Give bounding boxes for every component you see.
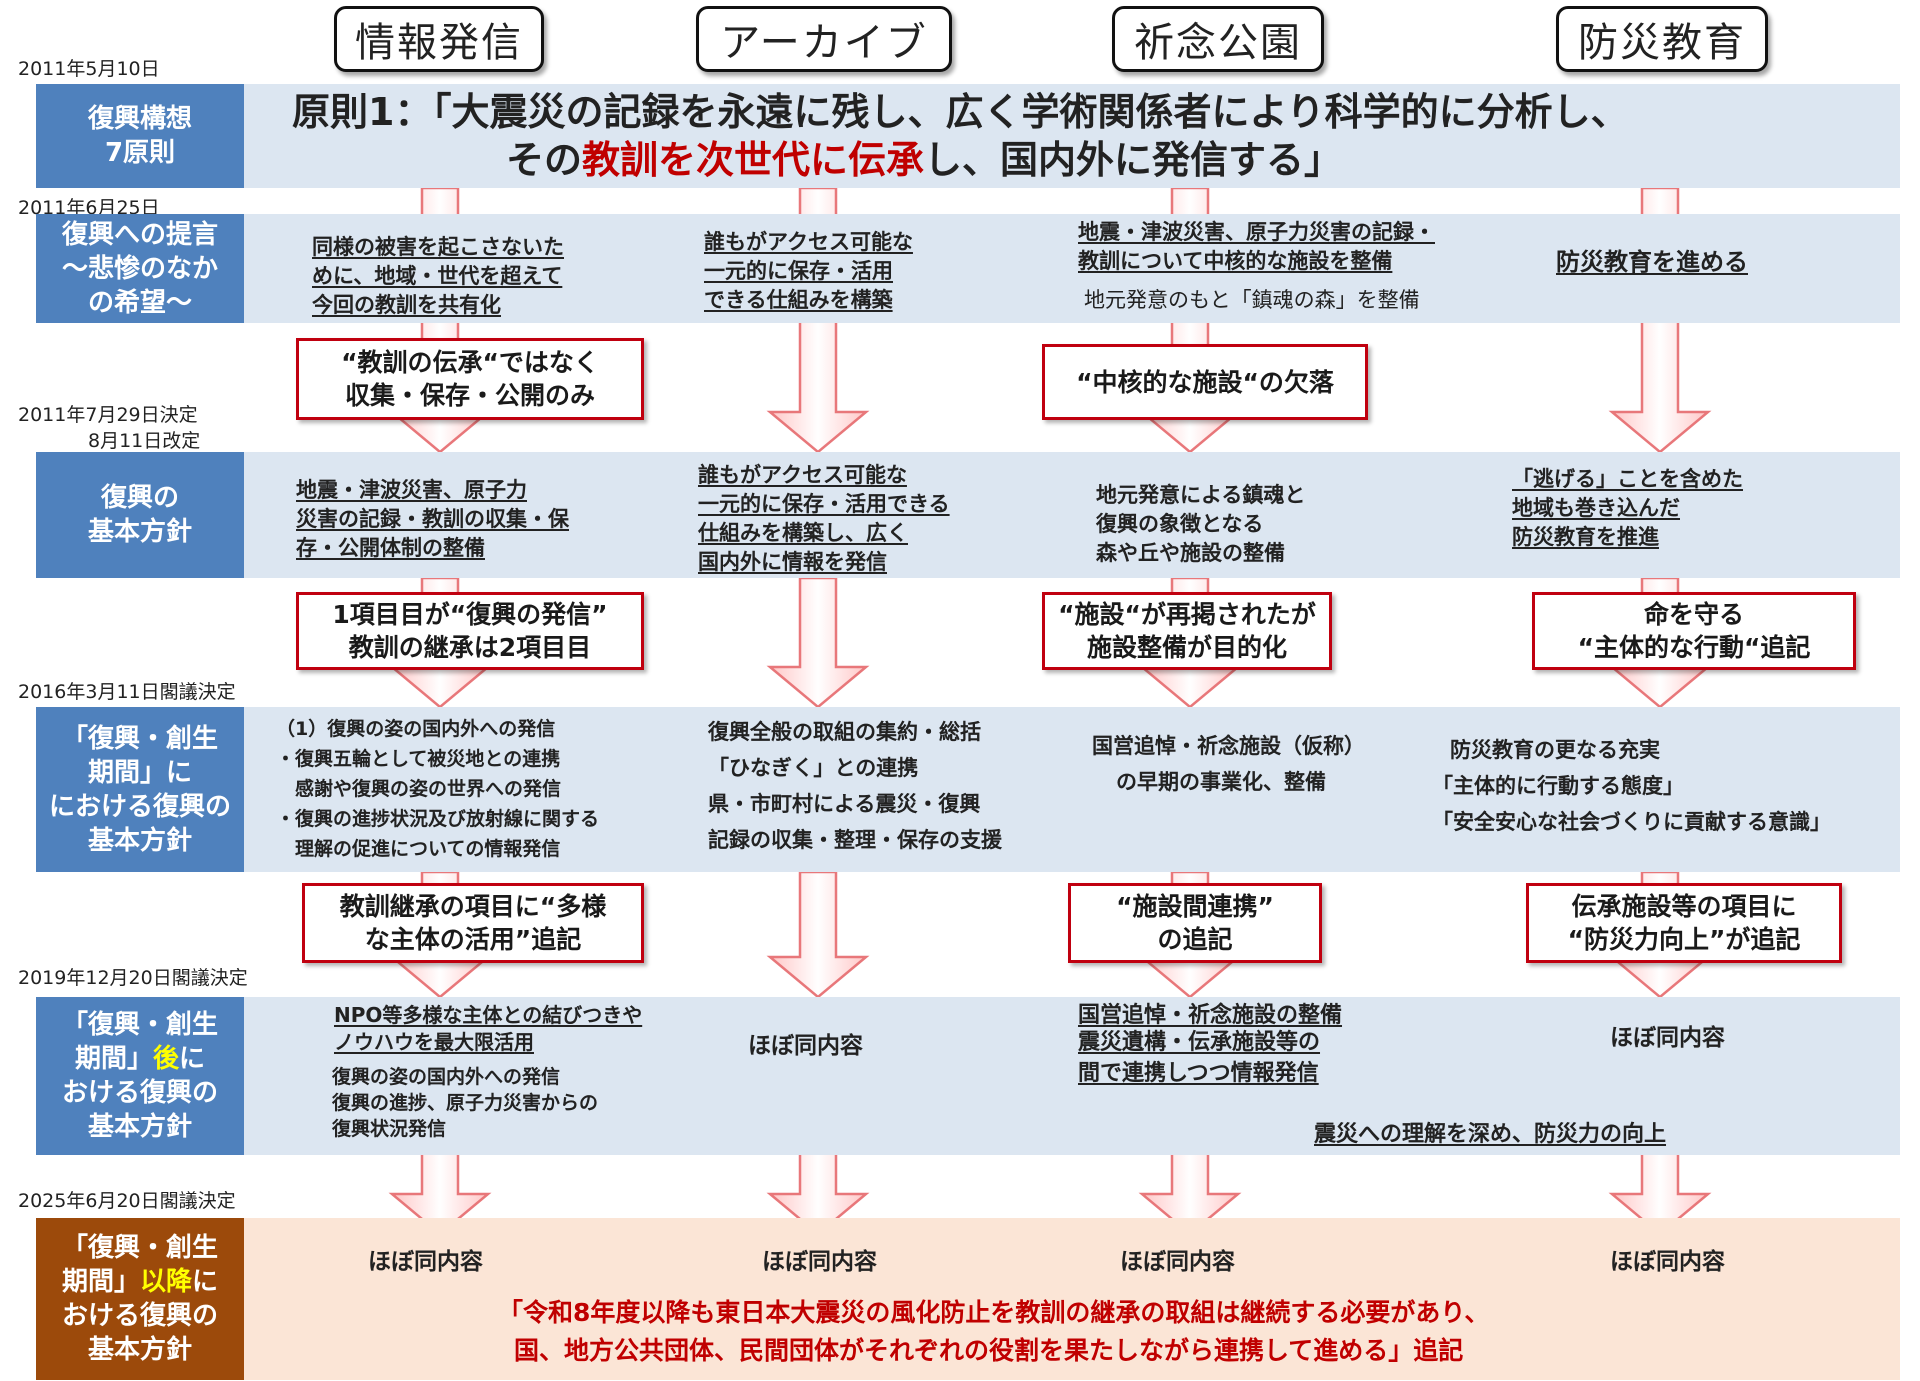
callout-info-3: 教訓継承の項目に“多様な主体の活用”追記 [302,883,644,963]
row-band-3 [36,452,1900,578]
row-label-4: 「復興・創生期間」ににおける復興の基本方針 [36,707,244,872]
date-row-1: 2011年5月10日 [18,58,160,80]
callout-info-2: 1項目目が“復興の発信”教訓の継承は2項目目 [296,592,644,670]
callout-info-1: “教訓の伝承“ではなく収集・保存・公開のみ [296,338,644,420]
r2-park-text: 地震・津波災害、原子力災害の記録・教訓について中核的な施設を整備 [1078,220,1435,273]
r3-education-text: 「逃げる」ことを含めた地域も巻き込んだ防災教育を推進 [1512,467,1743,549]
r5-shared-text: 震災への理解を深め、防災力の向上 [1314,1122,1667,1147]
date-row-3: 2011年7月29日決定 [18,404,198,426]
row-label-5: 「復興・創生 期間」後に おける復興の 基本方針 [36,997,244,1155]
r6-park-text: ほぼ同内容 [1120,1249,1235,1275]
principle-line-2: その教訓を次世代に伝承し、国内外に発信する」 [506,138,1343,182]
r3-park-text: 地元発意による鎮魂と復興の象徴となる森や丘や施設の整備 [1096,483,1306,565]
row-band-5 [36,997,1900,1155]
r2-info-text: 同様の被害を起こさないために、地域・世代を超えて今回の教訓を共有化 [312,235,564,317]
callout-park-3: “施設間連携”の追記 [1068,883,1322,963]
r5-info-text-a: NPO等多様な主体との結びつきやノウハウを最大限活用 [334,1003,643,1054]
r4-archive-text: 復興全般の取組の集約・総括「ひなぎく」との連携県・市町村による震災・復興記録の収… [708,720,1002,852]
r6-education-text: ほぼ同内容 [1610,1249,1725,1275]
r3-info-text: 地震・津波災害、原子力災害の記録・教訓の収集・保存・公開体制の整備 [296,478,569,560]
r3-archive-text: 誰もがアクセス可能な一元的に保存・活用できる仕組みを構築し、広く国内外に情報を発… [698,463,950,574]
row-label-3: 復興の基本方針 [36,452,244,578]
r4-info-text: （1）復興の姿の国内外への発信・復興五輪として被災地との連携 感謝や復興の姿の世… [276,718,600,860]
column-header-memorial-park: 祈念公園 [1112,6,1324,72]
r2-park-subtext: 地元発意のもと「鎮魂の森」を整備 [1084,288,1420,312]
date-row-3-revised: 8月11日改定 [88,430,201,452]
r5-archive-text: ほぼ同内容 [748,1033,863,1059]
callout-park-1: “中核的な施設“の欠落 [1042,344,1368,420]
r5-park-text: 国営追悼・祈念施設の整備震災遺構・伝承施設等の間で連携しつつ情報発信 [1078,1003,1343,1086]
row-band-2 [36,214,1900,323]
r6-archive-text: ほぼ同内容 [762,1249,877,1275]
arrow-archive-3 [766,870,870,999]
r2-education-text: 防災教育を進める [1556,248,1748,276]
callout-education-3: 伝承施設等の項目に“防災力向上”が追記 [1526,883,1842,963]
principle-line-1: 原則1：「大震災の記録を永遠に残し、広く学術関係者により科学的に分析し、 [292,90,1629,134]
date-row-5: 2019年12月20日閣議決定 [18,967,248,989]
r6-info-text: ほぼ同内容 [368,1249,483,1275]
r5-info-text-b: 復興の姿の国内外への発信復興の進捗、原子力災害からの復興状況発信 [332,1066,599,1140]
r6-addendum-line-2: 国、地方公共団体、民間団体がそれぞれの役割を果たしながら連携して進める」追記 [514,1336,1464,1365]
r2-archive-text: 誰もがアクセス可能な一元的に保存・活用できる仕組みを構築 [704,230,913,312]
r5-education-text: ほぼ同内容 [1610,1025,1725,1051]
column-header-archive: アーカイブ [696,6,952,72]
date-row-6: 2025年6月20日閣議決定 [18,1190,236,1212]
r6-addendum-line-1: 「令和8年度以降も東日本大震災の風化防止を教訓の継承の取組は継続する必要があり、 [498,1298,1490,1327]
column-header-info: 情報発信 [334,6,544,72]
r4-education-text: 防災教育の更なる充実「主体的に行動する態度」「安全安心な社会づくりに貢献する意識… [1432,738,1831,834]
row-label-2: 復興への提言～悲惨のなかの希望～ [36,214,244,323]
arrow-archive-2 [766,576,870,709]
date-row-4: 2016年3月11日閣議決定 [18,681,236,703]
row-band-4 [36,707,1900,872]
callout-park-2: “施設“が再掲されたが施設整備が目的化 [1042,592,1332,670]
r4-park-text: 国営追悼・祈念施設（仮称）の早期の事業化、整備 [1092,734,1365,794]
callout-education-2: 命を守る“主体的な行動“追記 [1532,592,1856,670]
row-label-6: 「復興・創生 期間」以降に おける復興の 基本方針 [36,1218,244,1380]
row-band-6 [36,1218,1900,1380]
column-header-disaster-education: 防災教育 [1556,6,1768,72]
row-band-1 [36,84,1900,188]
date-row-2: 2011年6月25日 [18,197,160,219]
